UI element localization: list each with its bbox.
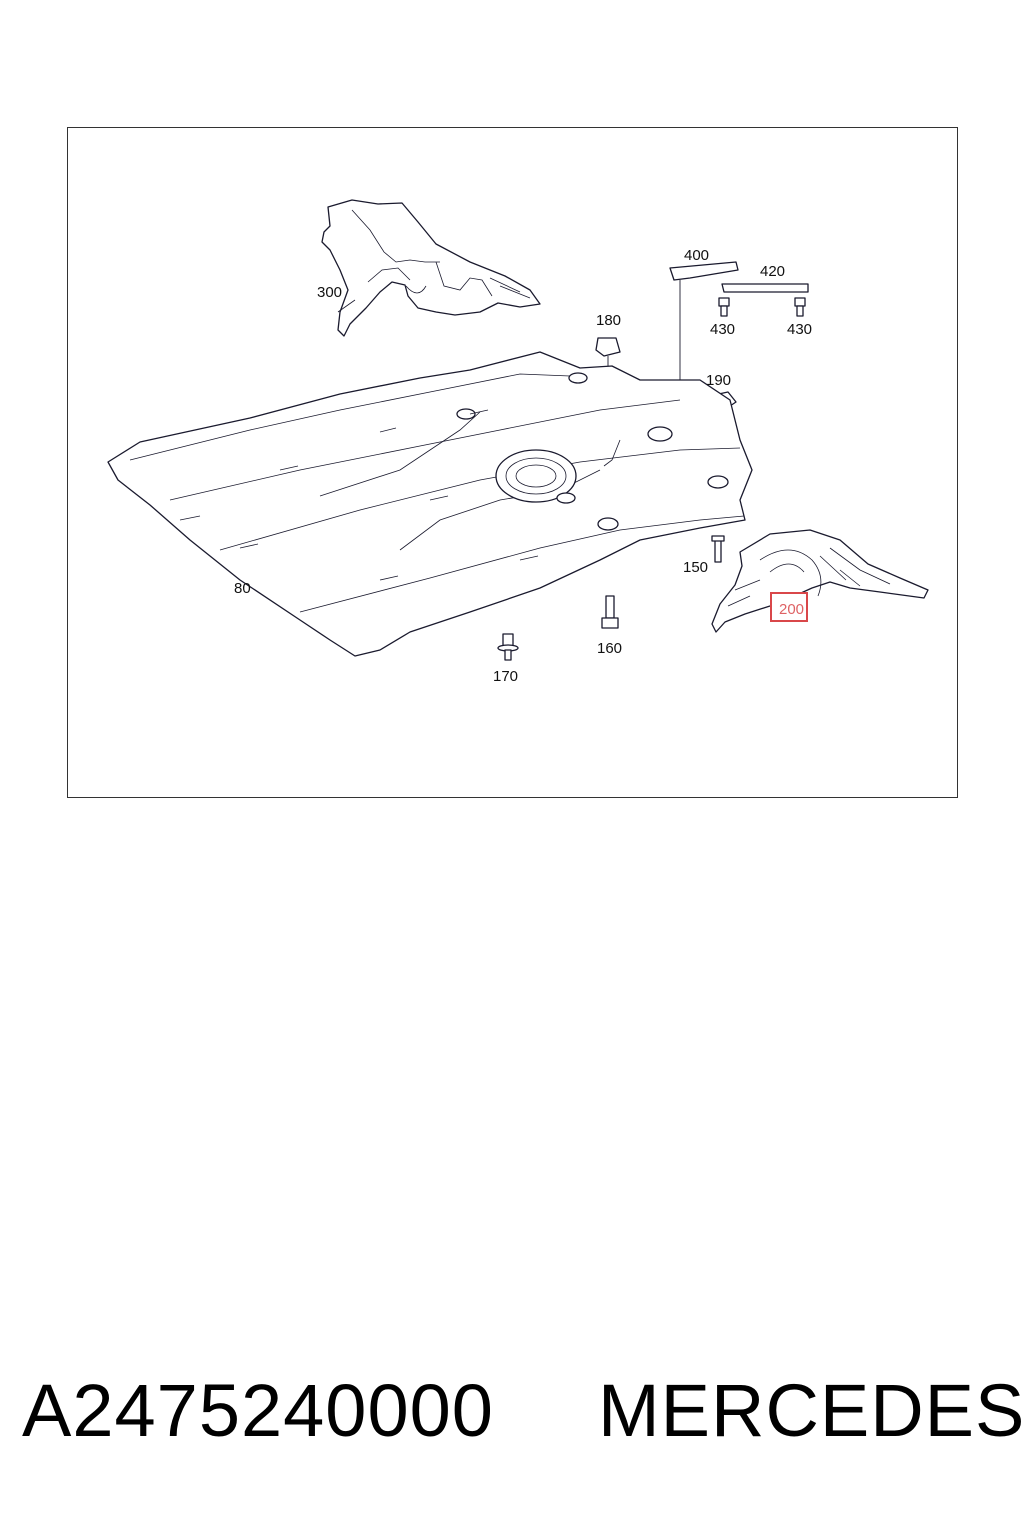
callout-200-highlight[interactable]: 200 [770,592,808,622]
callout-80[interactable]: 80 [234,580,251,597]
callout-430-left[interactable]: 430 [710,321,735,338]
part-430-bolt-right[interactable] [794,297,806,317]
footer: A2475240000 MERCEDES [0,1368,1024,1478]
part-160-bolt[interactable] [601,595,619,629]
part-80-underbody-panel[interactable] [107,351,753,657]
callout-430-right[interactable]: 430 [787,321,812,338]
callout-170[interactable]: 170 [493,668,518,685]
callout-300[interactable]: 300 [317,284,342,301]
part-150-screw[interactable] [711,535,725,563]
callout-190[interactable]: 190 [706,372,731,389]
brand-name: MERCEDES [598,1369,1024,1452]
part-200-wheel-arch-liner[interactable] [711,529,929,633]
part-170-fastener[interactable] [497,633,519,661]
highlight-box [770,592,808,622]
callout-180[interactable]: 180 [596,312,621,329]
callout-400[interactable]: 400 [684,247,709,264]
callout-200[interactable]: 200 [779,601,804,618]
diagram-frame [67,127,958,798]
part-420-bracket[interactable] [721,283,809,293]
part-300-wheel-arch-liner[interactable] [321,199,541,337]
callout-420[interactable]: 420 [760,263,785,280]
part-number: A2475240000 [22,1369,494,1452]
parts-diagram: 300 400 420 430 430 180 190 150 80 160 1… [107,199,929,685]
part-430-bolt-left[interactable] [718,297,730,317]
callout-150[interactable]: 150 [683,559,708,576]
callout-160[interactable]: 160 [597,640,622,657]
